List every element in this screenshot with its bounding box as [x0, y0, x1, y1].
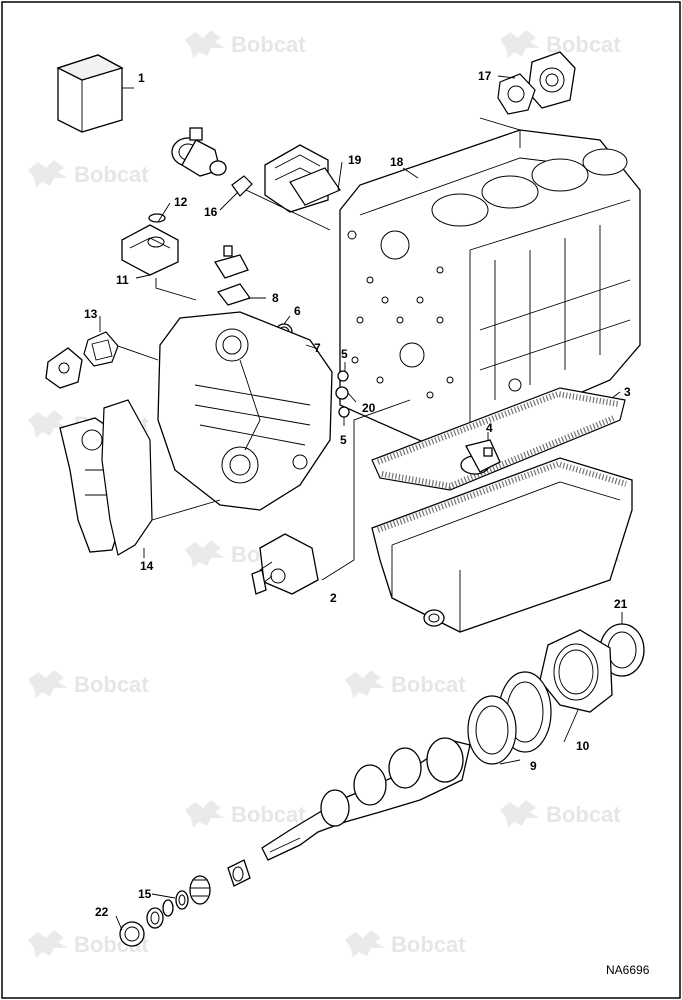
- callout-11: 11: [116, 273, 129, 287]
- watermark-text: Bobcat: [391, 932, 466, 957]
- part-cover-assembly: [264, 144, 341, 213]
- drawing-reference-code: NA6696: [606, 963, 650, 977]
- part-gear-case: [157, 311, 333, 511]
- part-bracket-gasket: [217, 283, 251, 306]
- watermark-text: Bobcat: [546, 802, 621, 827]
- watermark: Bobcat: [185, 30, 306, 58]
- callout-8: 8: [272, 291, 279, 305]
- part-oil-strainer: [460, 439, 501, 475]
- callout-9: 9: [530, 759, 537, 773]
- callout-14: 14: [140, 559, 154, 573]
- callout-16: 16: [204, 205, 218, 219]
- part-cover-plate: [121, 224, 179, 276]
- watermark-text: Bobcat: [231, 802, 306, 827]
- part-seal-housing-10: [539, 629, 613, 713]
- part-front-seal-22: [119, 921, 145, 947]
- part-crankshaft: [261, 737, 471, 861]
- callout-19: 19: [348, 153, 362, 167]
- callout-20: 20: [362, 401, 376, 415]
- part-ring-5-upper: [337, 370, 349, 382]
- callout-labels: 1 2 3 4 5 5 6 7 8 9 10 11 12 13 14 15 16…: [84, 69, 631, 919]
- part-crank-gear: [189, 875, 211, 905]
- callout-17: 17: [478, 69, 492, 83]
- callout-18: 18: [390, 155, 404, 169]
- callout-6: 6: [294, 304, 301, 318]
- callout-12: 12: [174, 195, 188, 209]
- watermark: Bobcat: [28, 160, 149, 188]
- part-oil-pump: [251, 533, 319, 595]
- part-ring-15-b: [162, 899, 174, 917]
- callout-13: 13: [84, 307, 98, 321]
- part-ring-15-a: [175, 890, 189, 910]
- part-thermostat-housing: [171, 127, 227, 177]
- part-o-ring-small: [148, 213, 166, 223]
- watermark: Bobcat: [345, 930, 466, 958]
- part-crank-sleeve: [227, 859, 251, 887]
- watermark-text: Bobcat: [74, 162, 149, 187]
- part-oil-pan: [371, 457, 633, 633]
- watermark: Bobcat: [345, 670, 466, 698]
- part-ring-20: [335, 386, 349, 400]
- part-adapter-gasket: [497, 73, 536, 115]
- callout-3: 3: [624, 385, 631, 399]
- callout-4: 4: [486, 421, 493, 435]
- callout-5-lower: 5: [340, 433, 347, 447]
- part-kit-box: [56, 54, 124, 133]
- watermark: Bobcat: [28, 670, 149, 698]
- callout-2: 2: [330, 591, 337, 605]
- watermark-text: Bobcat: [391, 672, 466, 697]
- part-bracket: [213, 245, 249, 279]
- callout-7: 7: [314, 341, 321, 355]
- leader-lines: [99, 75, 623, 931]
- part-pump-gasket: [101, 399, 153, 556]
- callout-1: 1: [138, 71, 145, 85]
- callout-15: 15: [138, 887, 152, 901]
- callout-22: 22: [95, 905, 109, 919]
- watermark: Bobcat: [500, 800, 621, 828]
- part-outlet-elbow: [45, 347, 83, 389]
- callout-21: 21: [614, 597, 628, 611]
- part-adapter-flange: [527, 51, 576, 109]
- watermark-text: Bobcat: [231, 32, 306, 57]
- part-collar: [146, 907, 164, 929]
- part-thermostat-gasket: [231, 175, 253, 197]
- part-engine-block: [339, 129, 641, 446]
- part-outlet-gasket: [83, 331, 119, 367]
- watermark-text: Bobcat: [74, 672, 149, 697]
- watermark: Bobcat: [185, 800, 306, 828]
- part-gasket-9-inner: [467, 695, 517, 765]
- part-ring-5-lower: [338, 406, 350, 418]
- callout-5-upper: 5: [341, 347, 348, 361]
- part-oil-pan-gasket: [371, 387, 626, 491]
- callout-10: 10: [576, 739, 590, 753]
